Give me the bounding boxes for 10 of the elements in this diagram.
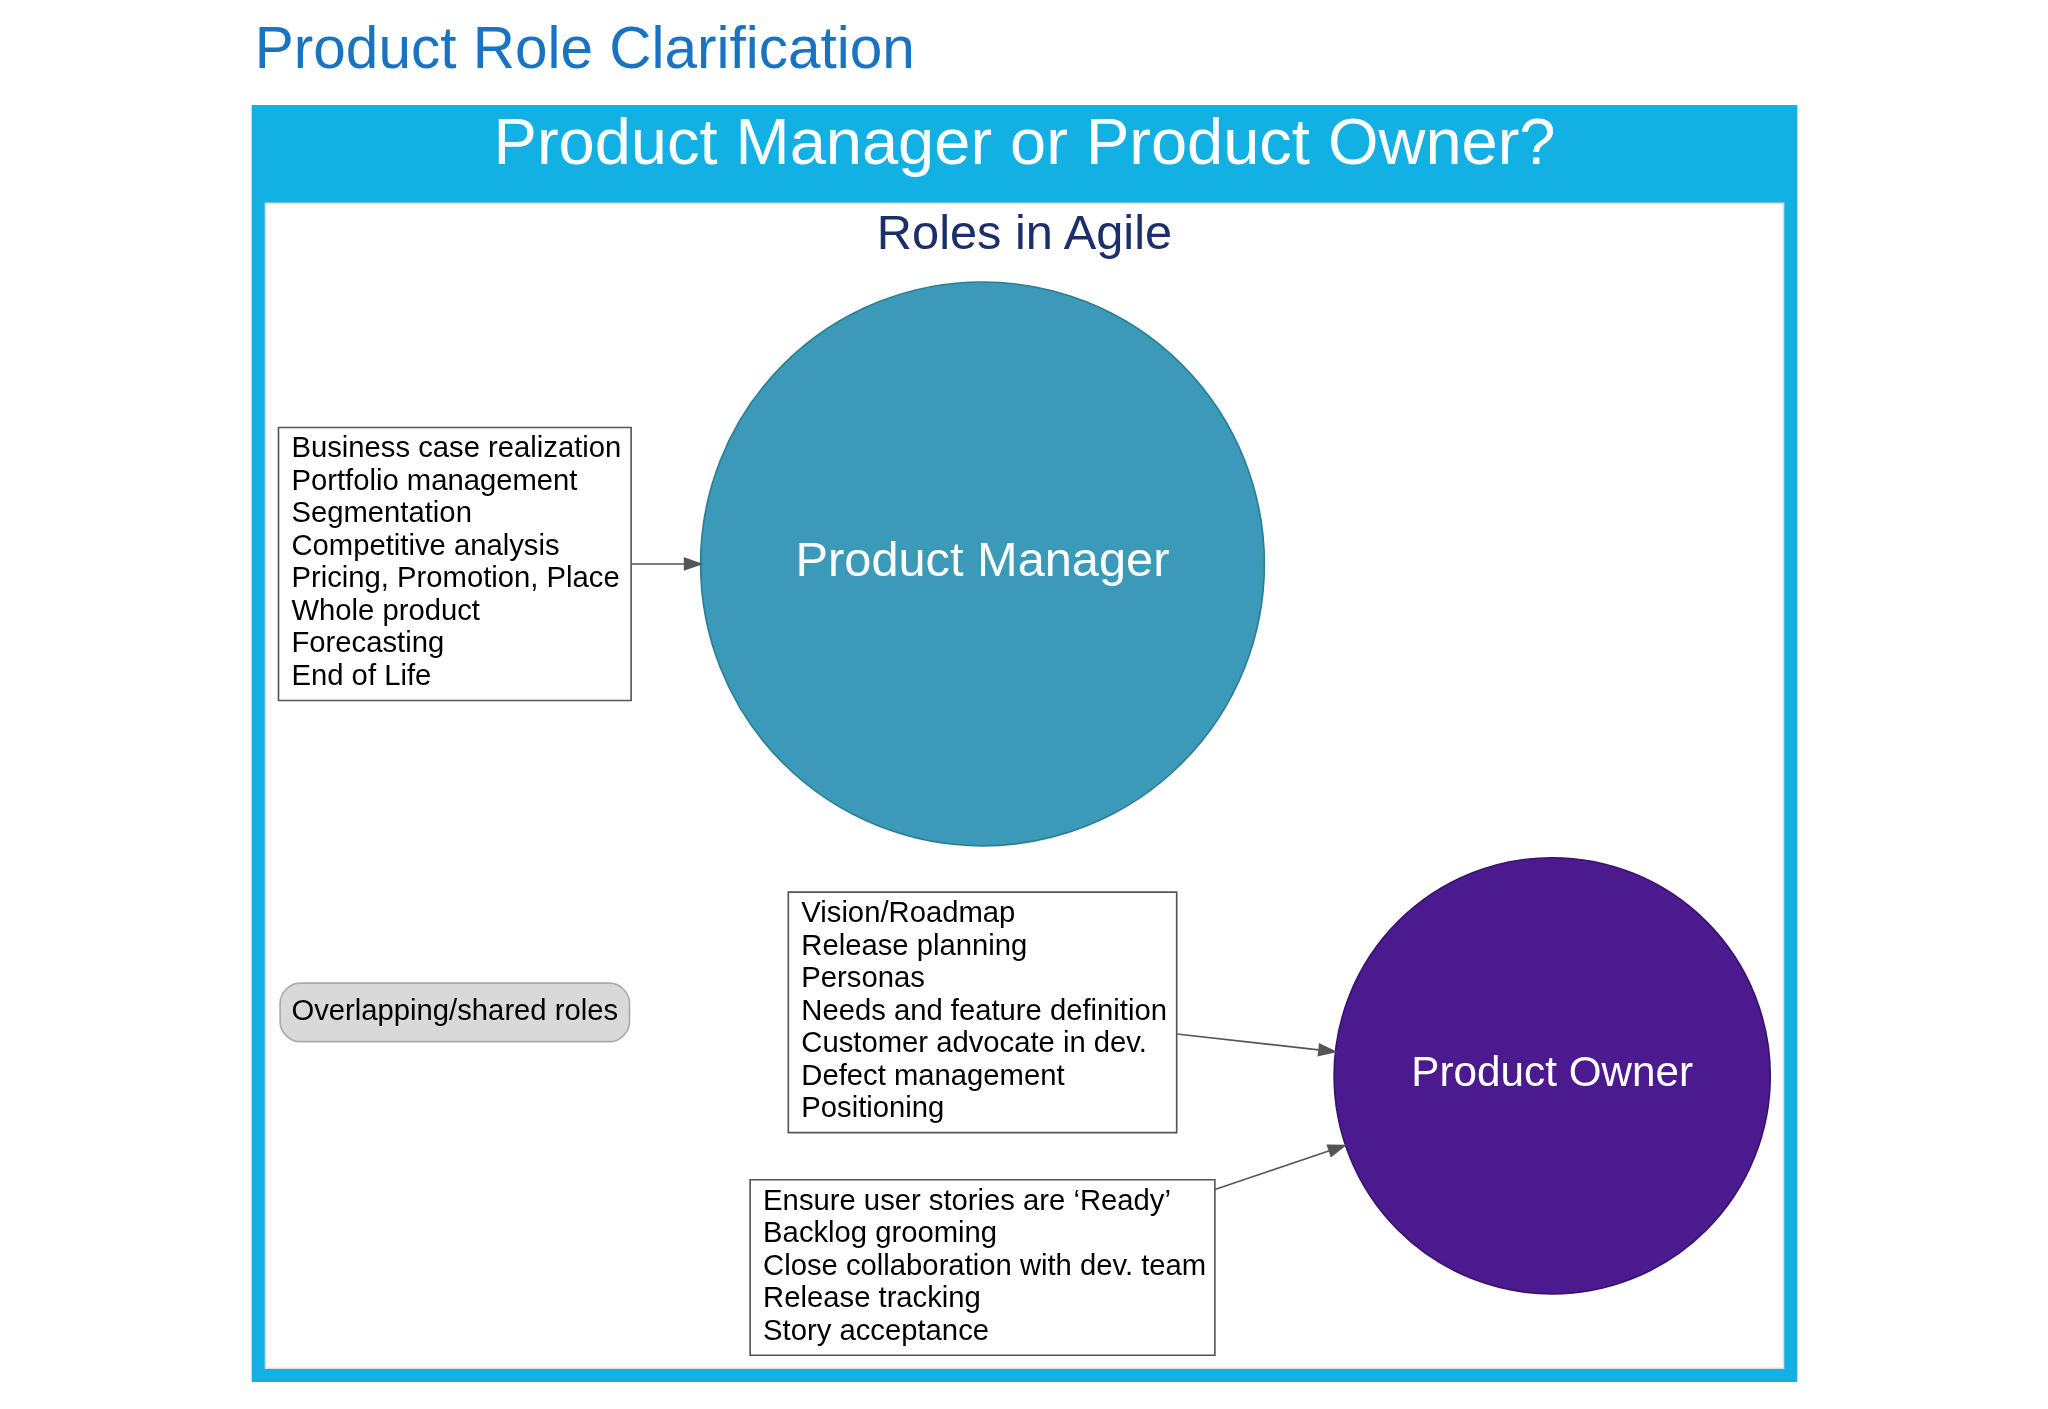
arrow bbox=[630, 557, 703, 571]
node-box: Ensure user stories are ‘Ready’ Backlog grooming Close collaboration with dev. team Release tracking Story acceptance bbox=[748, 1179, 1216, 1357]
node-box: Overlapping/shared roles bbox=[278, 982, 630, 1043]
arrow bbox=[1213, 1144, 1347, 1191]
node-circle: Product Owner bbox=[1332, 856, 1771, 1295]
node-circle: Product Manager bbox=[699, 281, 1265, 847]
arrow bbox=[1175, 1033, 1338, 1057]
node-box: Business case realization Portfolio management Segmentation Competitive analysis Pricing, Promotion, Place Whole product Forecasting End of Life bbox=[277, 426, 632, 702]
diagram-title: Product Role Clarification bbox=[254, 15, 915, 80]
node-box: Vision/Roadmap Release planning Personas Needs and feature definition Customer advocate in dev. Defect management Positioning bbox=[787, 891, 1177, 1134]
